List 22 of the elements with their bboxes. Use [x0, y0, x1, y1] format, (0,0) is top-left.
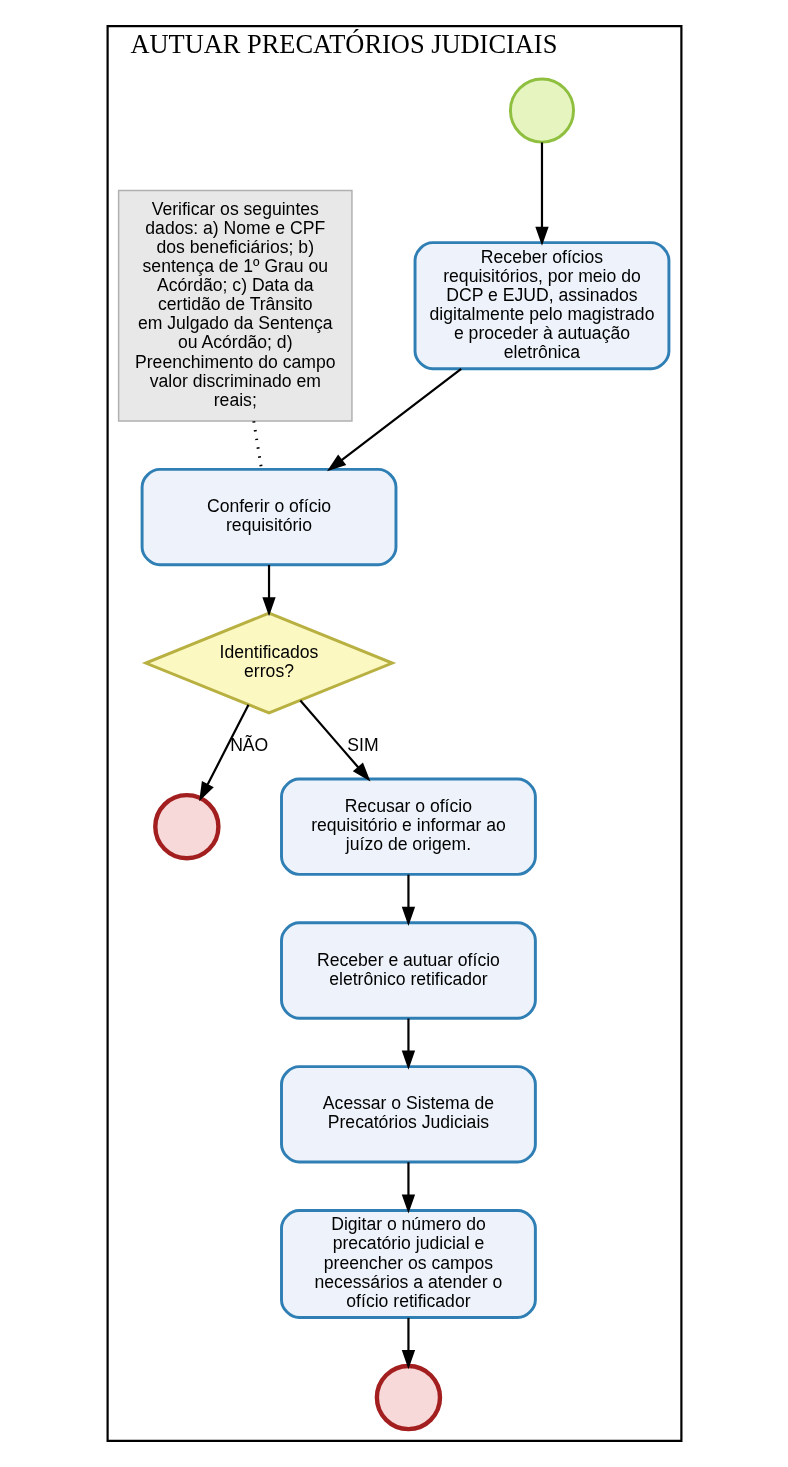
arrow	[198, 704, 249, 802]
node-box: Conferir o ofício requisitório	[140, 467, 397, 567]
node-circle	[508, 77, 575, 144]
arrow	[261, 565, 276, 617]
node-box: Acessar o Sistema de Precatórios Judiciais	[279, 1065, 537, 1164]
node-box: Digitar o número do precatório judicial e preencher os campos necessários a atender o ofício retificador	[279, 1208, 537, 1319]
arrow	[401, 1162, 415, 1214]
edge-label: SIM	[346, 734, 379, 755]
node-box: Verificar os seguintes dados: a) Nome e CPF dos beneficiários; b) sentença de 1º Grau ou Acórdão; c) Data da certidão de Trânsito em Julgado da Sentença ou Acórdão; d) Preenchimento do campo valor discriminado em reais;	[117, 189, 353, 422]
arrow	[534, 142, 549, 246]
node-box: Recusar o ofício requisitório e informar ao juízo de origem.	[279, 777, 537, 876]
arrow	[401, 1018, 415, 1070]
arrow	[401, 874, 415, 926]
node-box: Receber ofícios requisitórios, por meio do DCP e EJUD, assinados digitalmente pelo magistrado e proceder à autuação eletrônica	[413, 241, 670, 371]
arrow	[299, 699, 370, 782]
edge-label: NÃO	[229, 734, 268, 755]
node-circle	[152, 792, 221, 861]
arrow	[326, 368, 462, 472]
arrow	[401, 1317, 415, 1370]
node-box: Receber e autuar ofício eletrônico retificador	[279, 921, 537, 1020]
node-circle	[374, 1363, 442, 1432]
node-diamond: Identificados erros?	[141, 611, 396, 715]
